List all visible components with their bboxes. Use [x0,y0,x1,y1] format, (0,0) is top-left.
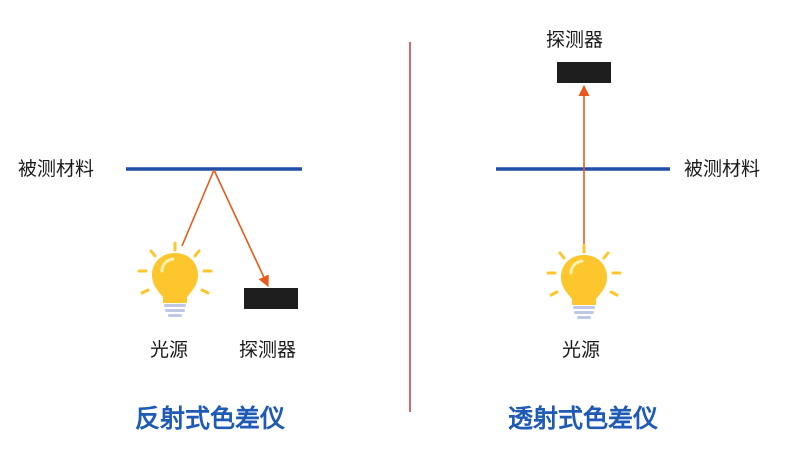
right-title: 透射式色差仪 [508,404,659,433]
left-reflected-ray [213,169,269,288]
right-material-label: 被测材料 [684,158,761,180]
right-light-bulb-icon [546,243,622,321]
right-source-label: 光源 [562,339,601,361]
left-light-bulb-icon [137,241,213,319]
right-detector-block [557,62,611,83]
left-detector-block [244,288,298,309]
left-material-label: 被测材料 [18,158,95,180]
left-source-label: 光源 [150,339,189,361]
left-detector-label: 探测器 [239,339,297,361]
left-incident-ray [181,169,215,247]
right-detector-label: 探测器 [546,29,604,51]
left-title: 反射式色差仪 [135,404,286,433]
